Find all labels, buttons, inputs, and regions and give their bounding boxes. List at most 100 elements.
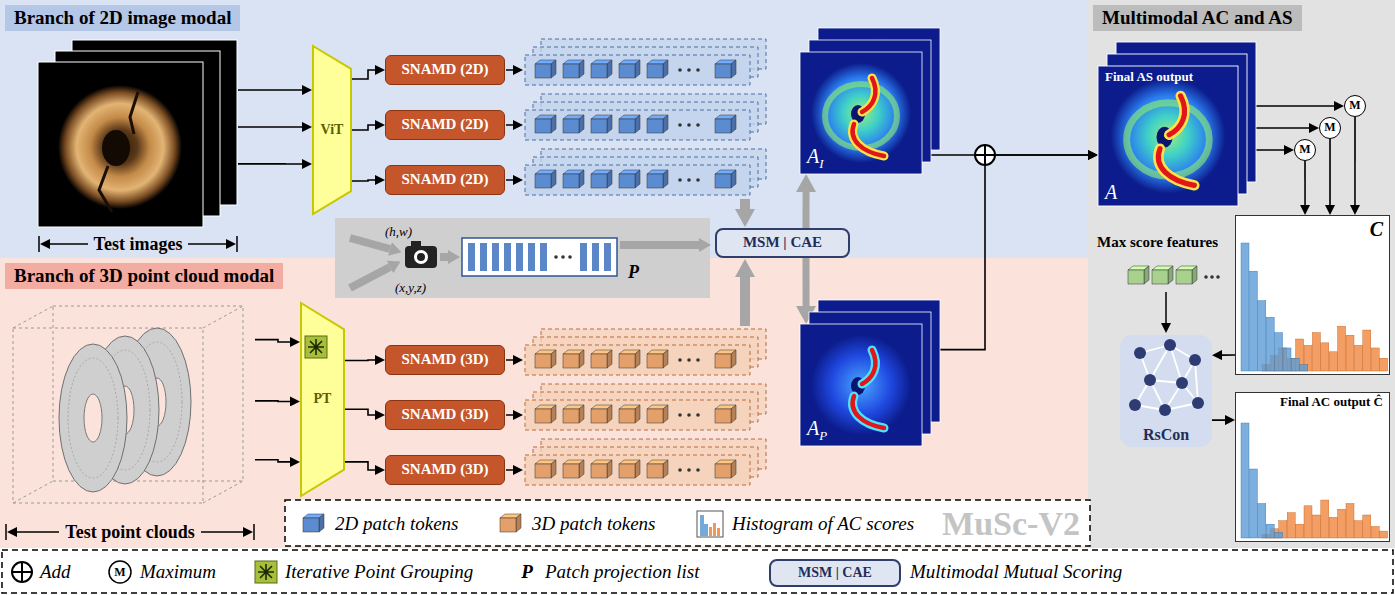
flow-arrow xyxy=(255,460,290,462)
projection-band xyxy=(592,243,599,271)
token-row-2d xyxy=(663,115,668,133)
projection-band xyxy=(620,241,699,249)
token-row-2d xyxy=(678,68,682,72)
projection-band xyxy=(528,243,535,271)
node-label: A xyxy=(807,145,819,167)
token-to-scoring-arrow xyxy=(740,199,750,209)
histogram-box-art xyxy=(1380,358,1388,371)
token-row-2d xyxy=(551,115,556,133)
legend-frame xyxy=(2,500,1393,593)
graph-box-art xyxy=(1189,354,1201,366)
token-row-3d xyxy=(525,400,750,430)
annotation-label: (h,w) xyxy=(385,224,412,240)
node-label: RsCon xyxy=(1143,426,1189,444)
token-row-2d xyxy=(535,119,551,133)
token-row-2d xyxy=(687,178,691,182)
token-row-2d xyxy=(563,64,579,78)
histogram-box-art xyxy=(1283,348,1291,371)
token-row-3d xyxy=(635,405,640,423)
projection-band xyxy=(417,253,425,261)
max-score-tokens xyxy=(1216,275,1220,279)
heatmap-stack-art xyxy=(853,78,884,156)
scoring-box: MSM | CAE xyxy=(715,228,850,258)
heatmap-stack-art xyxy=(1098,66,1238,206)
node-label: SNAMD (2D) xyxy=(401,171,488,188)
token-row-2d xyxy=(579,170,584,188)
legend-text: Iterative Point Grouping xyxy=(285,561,473,583)
histogram-box-art xyxy=(1354,345,1362,371)
node-label: Final AS output xyxy=(1105,70,1193,85)
histogram-box-art xyxy=(1371,348,1379,371)
legend-sample-text: MSM | CAE xyxy=(798,565,872,581)
node-label: I xyxy=(819,156,823,171)
point-cloud-stack-art xyxy=(59,344,127,492)
token-row-3d xyxy=(731,405,736,423)
legend-swatch xyxy=(500,518,516,532)
node-label: AI xyxy=(807,145,824,172)
token-row-3d xyxy=(579,460,584,478)
graph-box-art xyxy=(1195,360,1198,403)
point-grouping-icon xyxy=(258,564,274,580)
token-row-3d xyxy=(506,384,766,430)
point-cloud-stack-art xyxy=(5,298,255,543)
token-row-3d xyxy=(715,409,731,423)
histogram-box-art xyxy=(1371,527,1379,539)
branch-panel: Branch of 3D point cloud modalTest point… xyxy=(0,258,1088,548)
legend-sample-text: P xyxy=(521,561,533,583)
encoder-trapezoid-art xyxy=(308,339,324,355)
node-label: MSM | CAE xyxy=(743,234,822,251)
projection-band xyxy=(405,246,437,268)
flow-arrow xyxy=(345,359,375,361)
histogram-box-art xyxy=(1321,500,1329,538)
legend-text: 3D patch tokens xyxy=(532,513,655,535)
token-row-2d xyxy=(687,68,691,72)
token-row-3d xyxy=(607,460,612,478)
projection-band xyxy=(350,238,390,249)
token-row-3d xyxy=(663,405,668,423)
token-row-2d xyxy=(591,174,607,188)
token-row-2d xyxy=(525,165,750,195)
point-cloud-stack: Test point clouds xyxy=(5,298,255,543)
max-score-tokens xyxy=(1165,292,1167,323)
flow-arrow xyxy=(352,125,375,130)
max-score-tokens xyxy=(1168,266,1173,284)
token-row-3d xyxy=(687,468,691,472)
encoder-trapezoid-art xyxy=(305,336,327,358)
token-row-3d xyxy=(551,350,556,368)
heatmap-stack-art xyxy=(800,52,922,174)
flow-arrow xyxy=(345,462,375,470)
token-row-3d xyxy=(635,460,640,478)
heatmap-stack-art xyxy=(1158,96,1194,186)
histogram-box-art xyxy=(1346,335,1354,371)
projection-band xyxy=(568,255,572,259)
token-row-3d xyxy=(678,468,682,472)
output-panel: Multimodal AC and ASFinal AS outputAMMMC… xyxy=(1088,0,1395,548)
token-row-3d xyxy=(635,350,640,368)
node-label: C xyxy=(1370,218,1383,241)
projection-band xyxy=(516,243,523,271)
node-label: Test images xyxy=(88,234,189,255)
histogram-box-art xyxy=(1249,271,1257,371)
legend-swatch xyxy=(303,518,319,532)
heatmap-stack-art xyxy=(800,52,922,174)
projection-band xyxy=(504,243,511,271)
node-label: A xyxy=(1105,181,1117,204)
flow-arrow xyxy=(1329,139,1331,205)
token-row-2d xyxy=(535,64,551,78)
projection-band xyxy=(335,218,710,298)
token-row-3d xyxy=(663,460,668,478)
histogram-box-art xyxy=(1258,504,1266,539)
token-row-2d xyxy=(535,174,551,188)
heatmap-stack-art xyxy=(1111,79,1226,194)
node-label: SNAMD (3D) xyxy=(401,461,488,478)
add-symbol xyxy=(975,145,995,165)
image-stack-art xyxy=(38,62,238,255)
token-to-scoring-arrow xyxy=(745,199,746,326)
token-row-2d xyxy=(591,64,607,78)
histogram-box-art xyxy=(1241,243,1249,371)
projection-band xyxy=(580,243,587,271)
token-row-3d xyxy=(696,413,700,417)
token-row-3d xyxy=(525,455,750,485)
branch-panel: Branch of 2D image modalTest imagesViTSN… xyxy=(0,0,1088,258)
